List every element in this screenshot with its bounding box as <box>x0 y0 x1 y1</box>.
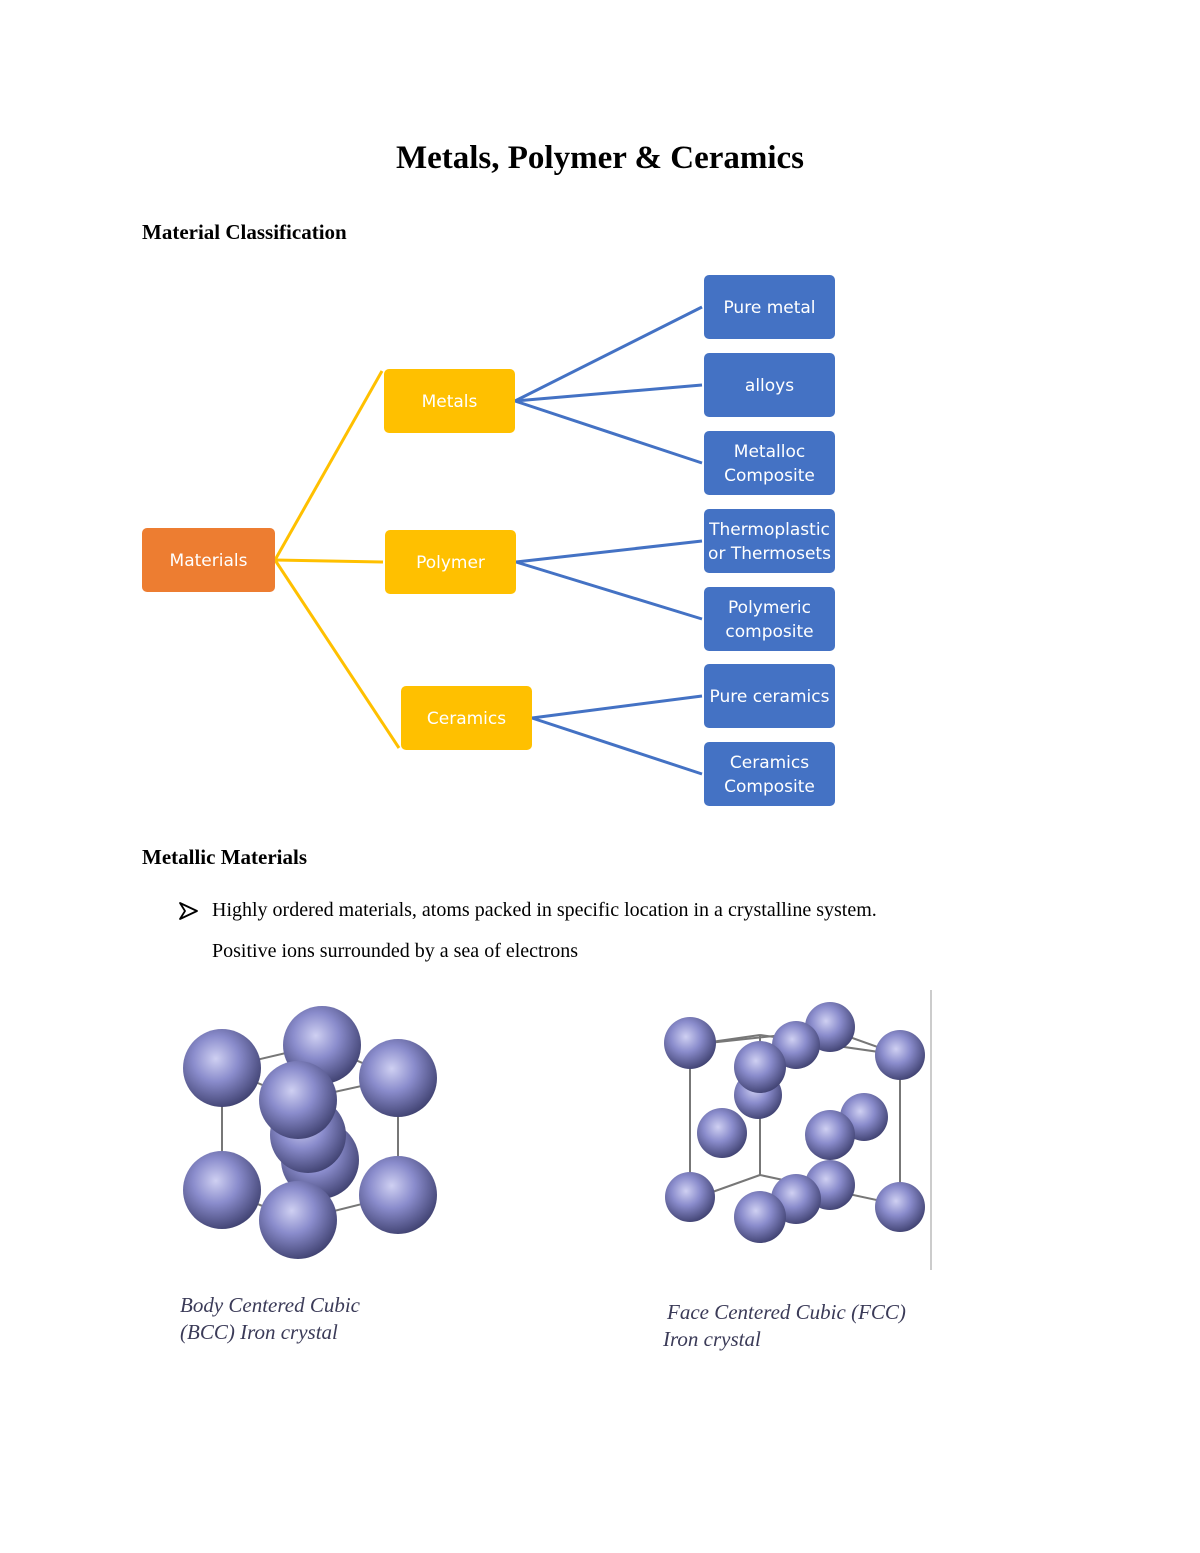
bcc-crystal-image <box>183 1006 437 1259</box>
connector-root-to-ceramics <box>273 559 401 749</box>
node-polymer-child-0: Thermoplastic or Thermosets <box>704 509 835 573</box>
bcc-caption-line1: Body Centered Cubic <box>180 1293 361 1317</box>
bcc-atom <box>359 1039 437 1117</box>
connector-metals-leaf-0 <box>514 305 703 403</box>
connector-ceramics-leaf-0 <box>531 694 703 720</box>
node-polymer-child-1-label: Polymeric <box>728 598 811 618</box>
node-ceramics: Ceramics <box>401 686 532 750</box>
node-ceramics-label: Ceramics <box>427 709 506 729</box>
node-polymer-child-1-label: composite <box>725 622 813 642</box>
node-polymer-child-1: Polymeric composite <box>704 587 835 651</box>
fcc-caption: Face Centered Cubic (FCC) Iron crystal <box>663 1299 906 1353</box>
connector-polymer-leaf-1 <box>515 560 703 621</box>
node-materials: Materials <box>142 528 275 592</box>
connector-metals-leaf-2 <box>514 399 703 465</box>
fcc-crystal-image <box>664 990 932 1270</box>
fcc-atom <box>665 1172 715 1222</box>
bcc-atom <box>183 1151 261 1229</box>
bcc-caption-line2: (BCC) Iron crystal <box>180 1320 338 1344</box>
node-metals-child-2-label: Metalloc <box>734 442 805 462</box>
section-heading-classification: Material Classification <box>142 220 347 244</box>
fcc-atom <box>805 1110 855 1160</box>
node-ceramics-child-0: Pure ceramics <box>704 664 835 728</box>
fcc-atom <box>875 1182 925 1232</box>
section-heading-metallic: Metallic Materials <box>142 845 308 869</box>
bcc-atom <box>359 1156 437 1234</box>
fcc-atom <box>664 1017 716 1069</box>
node-metals: Metals <box>384 369 515 433</box>
bullet-text-line1: Highly ordered materials, atoms packed i… <box>212 899 877 921</box>
fcc-caption-line1: Face Centered Cubic (FCC) <box>667 1300 906 1324</box>
fcc-atom <box>734 1191 786 1243</box>
node-materials-label: Materials <box>170 551 248 571</box>
connector-ceramics-leaf-1 <box>531 716 703 776</box>
page-title: Metals, Polymer & Ceramics <box>395 140 805 176</box>
bcc-atom <box>259 1181 337 1259</box>
node-metals-child-0: Pure metal <box>704 275 835 339</box>
node-metals-child-1-label: alloys <box>745 376 794 396</box>
node-ceramics-child-1-label: Composite <box>724 777 815 797</box>
node-ceramics-child-0-label: Pure ceramics <box>710 687 830 707</box>
classification-diagram: Materials Metals Pure metal alloysMetallocC… <box>142 275 835 806</box>
connector-root-to-polymer <box>274 558 384 564</box>
fcc-atom <box>875 1030 925 1080</box>
node-polymer-child-0-label: Thermoplastic <box>708 520 830 540</box>
fcc-atom <box>734 1041 786 1093</box>
fcc-atom <box>697 1108 747 1158</box>
bcc-atom <box>259 1061 337 1139</box>
node-metals-label: Metals <box>422 392 478 412</box>
arrow-bullet-icon <box>179 902 198 920</box>
node-polymer-child-0-label: or Thermosets <box>708 544 831 564</box>
connector-polymer-leaf-0 <box>515 539 703 564</box>
bcc-atom <box>183 1029 261 1107</box>
bullet-text-line2: Positive ions surrounded by a sea of ele… <box>212 940 579 962</box>
connector-root-to-metals <box>273 370 384 561</box>
node-metals-child-0-label: Pure metal <box>723 298 815 318</box>
connector-metals-leaf-1 <box>514 383 703 403</box>
node-metals-child-1: alloys <box>704 353 835 417</box>
fcc-caption-line2: Iron crystal <box>663 1327 761 1351</box>
node-polymer-label: Polymer <box>416 553 485 573</box>
node-polymer: Polymer <box>385 530 516 594</box>
bcc-caption: Body Centered Cubic (BCC) Iron crystal <box>180 1292 360 1346</box>
node-ceramics-child-1-label: Ceramics <box>730 753 809 773</box>
node-metals-child-2-label: Composite <box>724 466 815 486</box>
